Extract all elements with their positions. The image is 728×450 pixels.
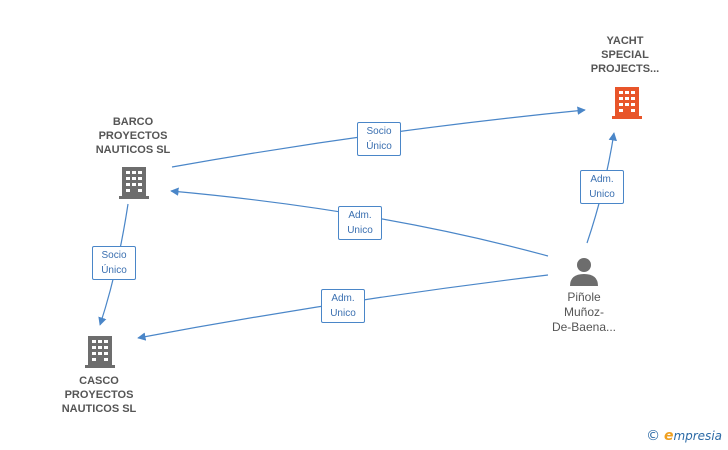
node-label-barco[interactable]: BARCO PROYECTOS NAUTICOS SL — [95, 116, 171, 156]
building-icon[interactable] — [85, 334, 115, 368]
node-label-person[interactable]: Piñole Muñoz- De-Baena... — [551, 290, 617, 334]
edge-label-barco-yacht: Socio Único — [357, 122, 401, 156]
copyright-icon: © — [646, 428, 661, 444]
node-label-yacht[interactable]: YACHT SPECIAL PROJECTS... — [590, 35, 660, 75]
edge-label-person-barco: Adm. Unico — [338, 206, 382, 240]
edge-label-person-yacht: Adm. Unico — [580, 170, 624, 204]
edge-label-barco-casco: Socio Único — [92, 246, 136, 280]
node-label-casco[interactable]: CASCO PROYECTOS NAUTICOS SL — [61, 375, 137, 415]
brand-logo: © empresia — [646, 428, 722, 444]
building-icon[interactable] — [119, 165, 149, 199]
building-icon[interactable] — [612, 85, 642, 119]
edge-label-person-casco: Adm. Unico — [321, 289, 365, 323]
person-icon[interactable] — [568, 256, 600, 286]
